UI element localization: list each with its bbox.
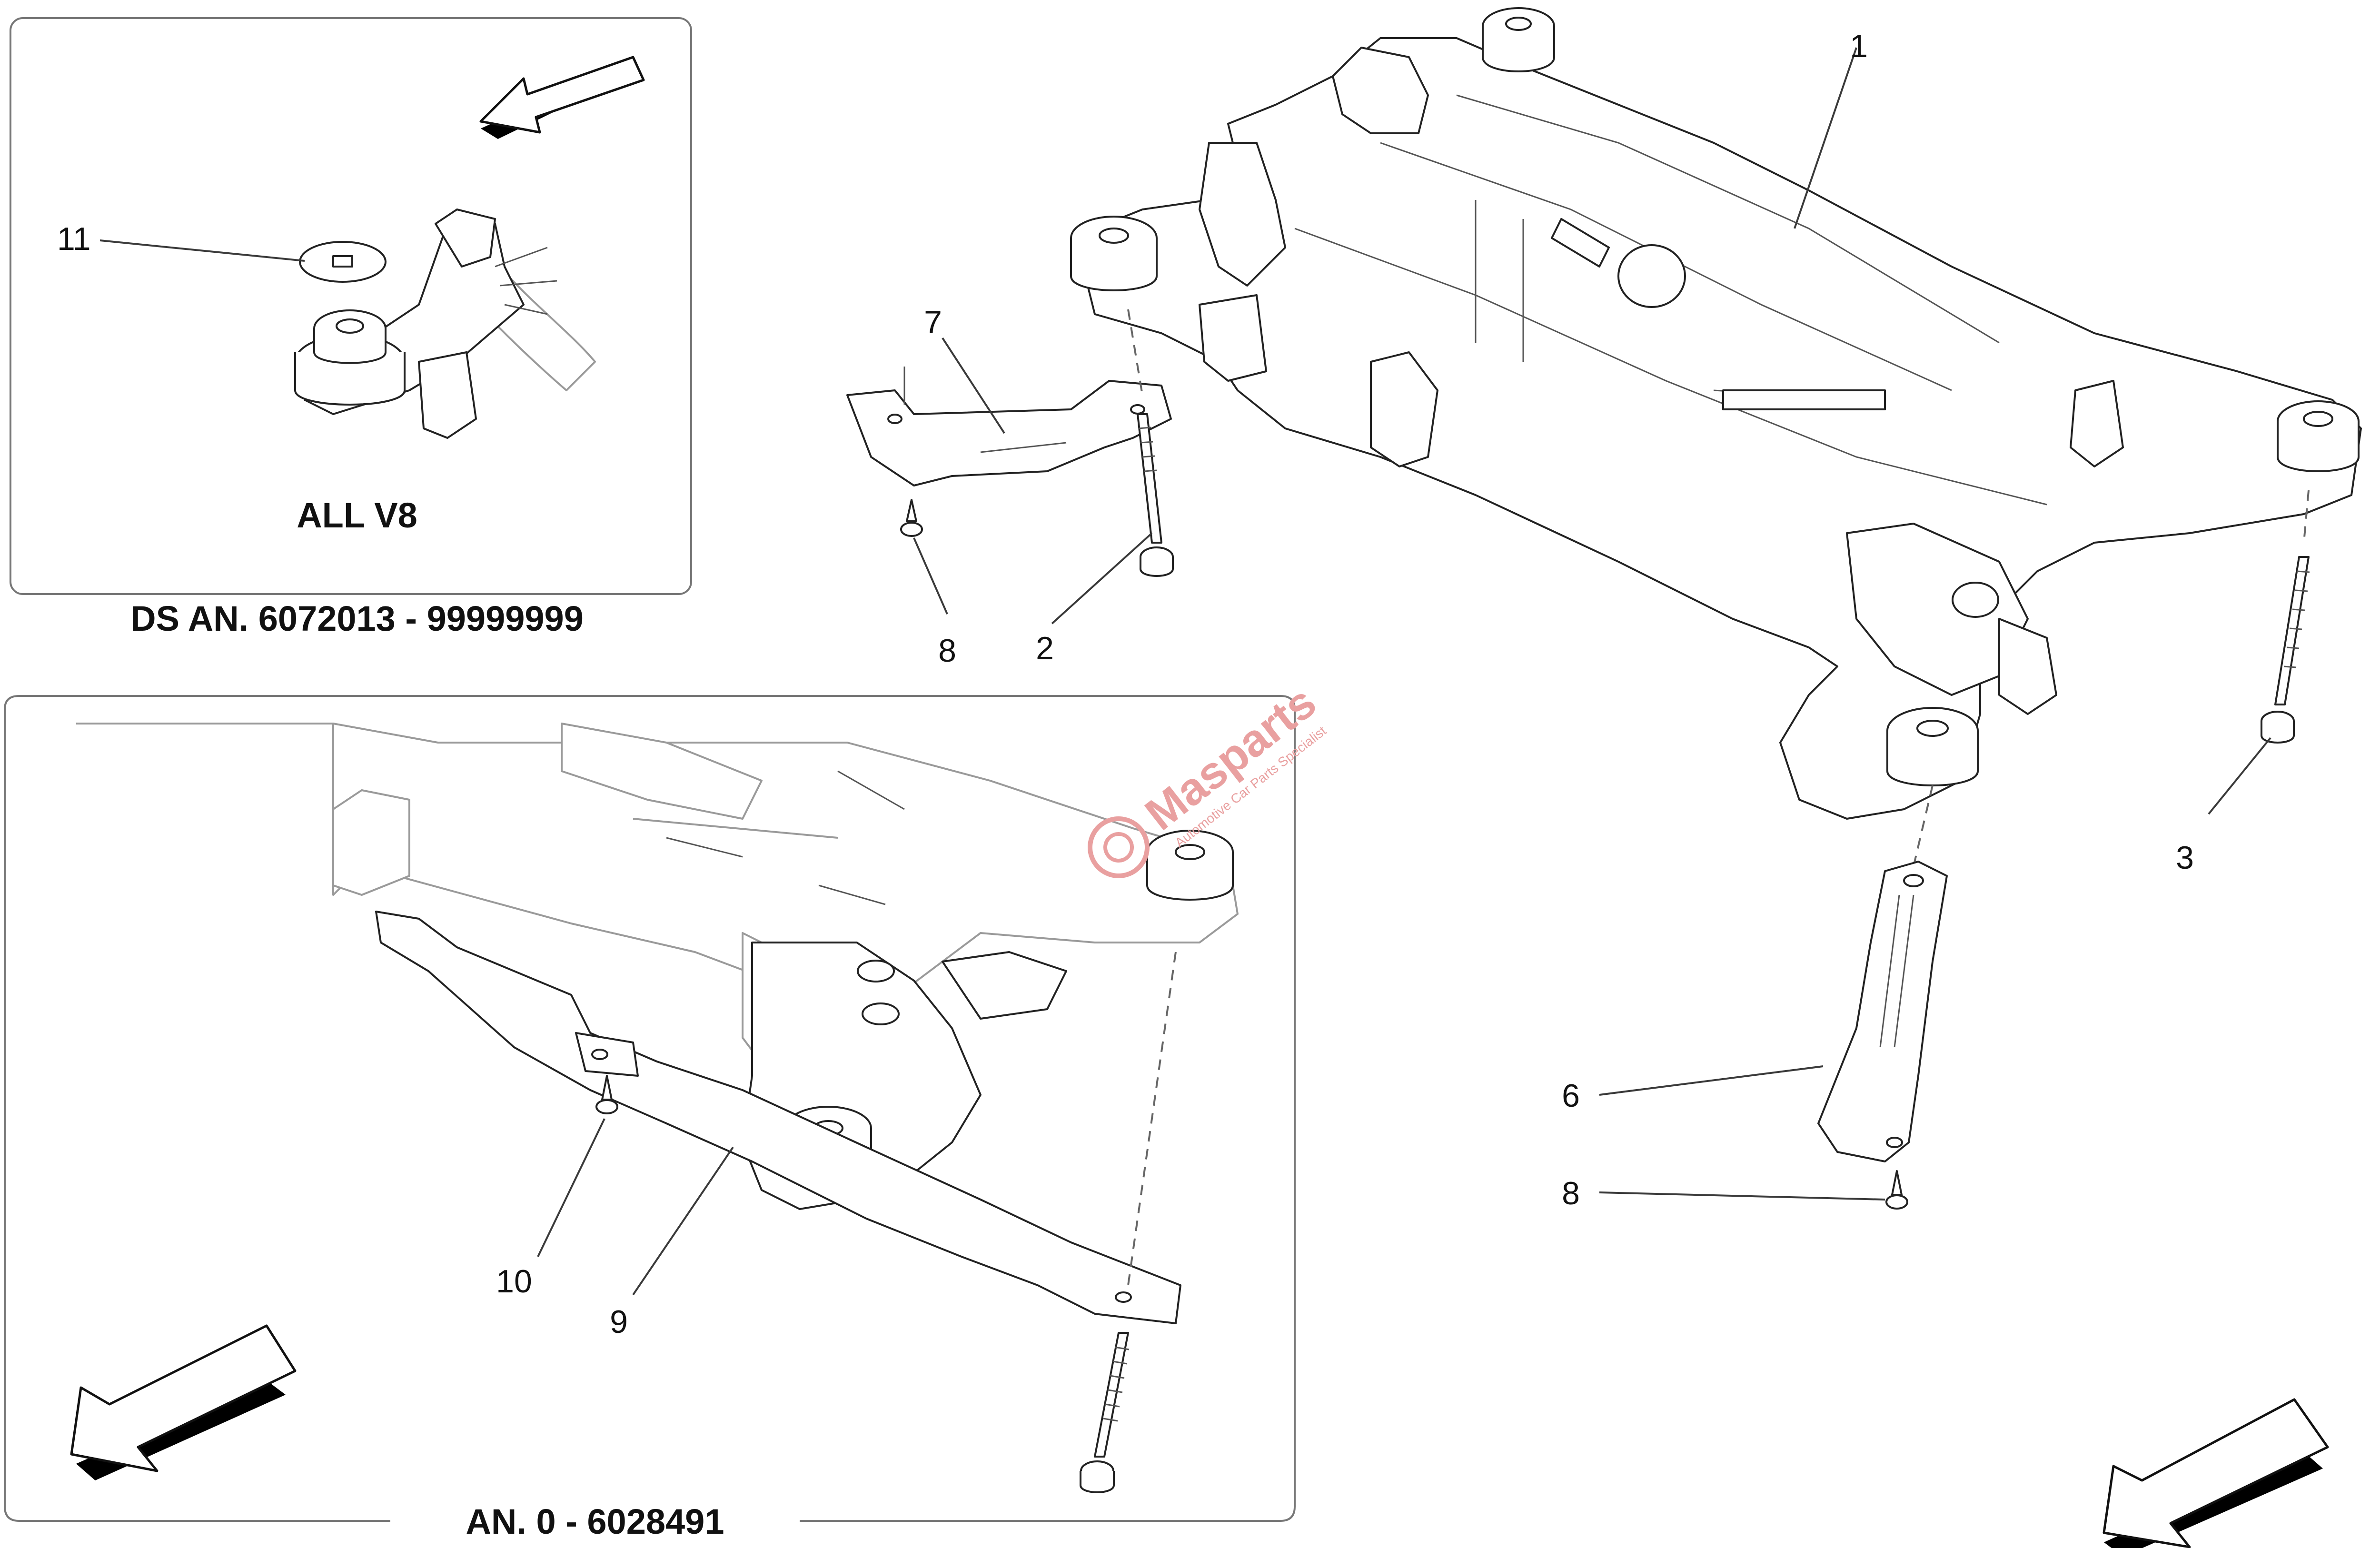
direction-arrow-icon: [70, 1324, 297, 1480]
inset-top-caption-line1: ALL V8: [297, 496, 417, 535]
subframe-rear-section: [76, 723, 1239, 1210]
direction-arrow-icon: [479, 56, 645, 139]
callout-9: 9: [610, 1304, 628, 1340]
callout-7: 7: [924, 304, 942, 340]
main-subframe-assembly: [1070, 7, 2362, 820]
inset-top-frame: [10, 17, 692, 595]
part-10-screw: [595, 1075, 618, 1114]
part-8-screw-upper: [900, 499, 923, 537]
subframe-corner-illustration: [294, 208, 596, 439]
part-9-long-bracket: [375, 911, 1181, 1324]
bush-rear-left: [2277, 400, 2360, 472]
part-8-screw-lower: [1885, 1170, 1908, 1210]
part-3-bolt: [2261, 490, 2310, 744]
bush-front-left: [1482, 7, 1555, 72]
callout-6: 6: [1562, 1078, 1580, 1114]
part-6-bracket: [1817, 785, 1948, 1162]
direction-arrow-icon: [2102, 1398, 2329, 1548]
inset-bottom-frame: [4, 695, 1296, 1522]
long-bolt: [1080, 952, 1177, 1493]
bush-front-right: [1070, 216, 1158, 291]
callout-11: 11: [57, 221, 91, 257]
callout-1: 1: [1850, 28, 1868, 64]
part-2-bolt: [1127, 309, 1174, 577]
inset-bottom-caption: AN. 0 - 6028491: [466, 1502, 724, 1541]
inset-bottom-left: 10 9 AN. 0 - 6028491: [4, 695, 1296, 1541]
callout-8-lower: 8: [1562, 1175, 1580, 1211]
callout-10: 10: [496, 1263, 532, 1300]
bush-rear-right: [1886, 707, 1979, 786]
callout-3: 3: [2176, 840, 2194, 876]
watermark-logo-icon: [1088, 816, 1150, 878]
inset-top-caption-line2: DS AN. 6072013 - 99999999: [130, 599, 584, 638]
inset-top-left: 11 ALL V8 DS AN. 6072013 - 99999999: [10, 17, 692, 638]
part-11-washer: [299, 241, 387, 283]
part-7-bracket: [846, 367, 1172, 486]
callout-2: 2: [1036, 630, 1054, 666]
callout-8-upper: 8: [938, 633, 956, 669]
